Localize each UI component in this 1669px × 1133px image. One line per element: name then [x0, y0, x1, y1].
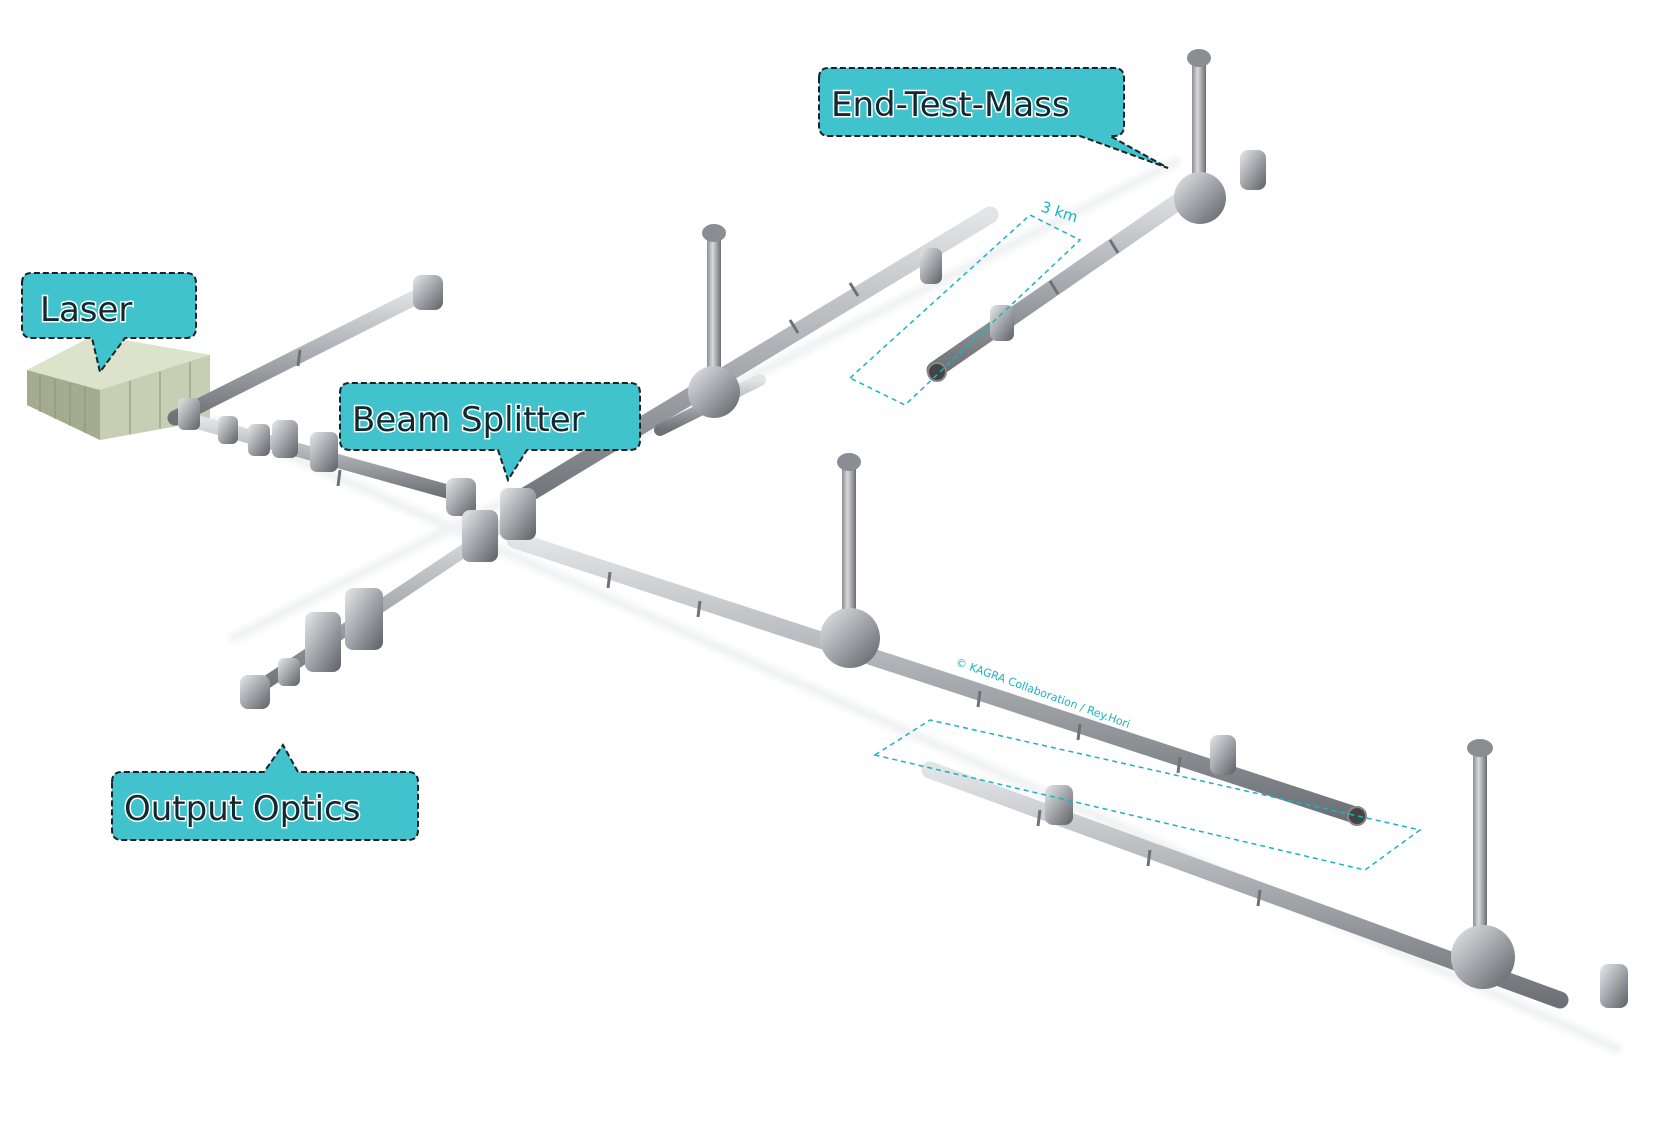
output-chambers	[240, 588, 383, 709]
callout-beam-splitter-text: Beam Splitter	[352, 400, 585, 440]
callout-beam-splitter: Beam Splitter	[339, 382, 641, 483]
callout-output-optics-text: Output Optics	[124, 789, 360, 829]
y-arm-far-pipe	[926, 181, 1204, 379]
y-arm-near-pipe	[501, 206, 999, 514]
pipe-flanges	[296, 239, 1262, 907]
callout-laser: Laser	[21, 272, 197, 375]
distance-guides	[848, 214, 1422, 871]
callout-end-test-mass-text: End-Test-Mass	[831, 85, 1070, 125]
laser-feed-pipe	[167, 282, 438, 426]
callout-output-optics: Output Optics	[111, 743, 419, 841]
callout-end-test-mass: End-Test-Mass	[818, 67, 1169, 169]
callout-laser-text: Laser	[40, 290, 132, 330]
input-chambers	[178, 275, 536, 562]
cryostat-towers	[688, 49, 1628, 1008]
